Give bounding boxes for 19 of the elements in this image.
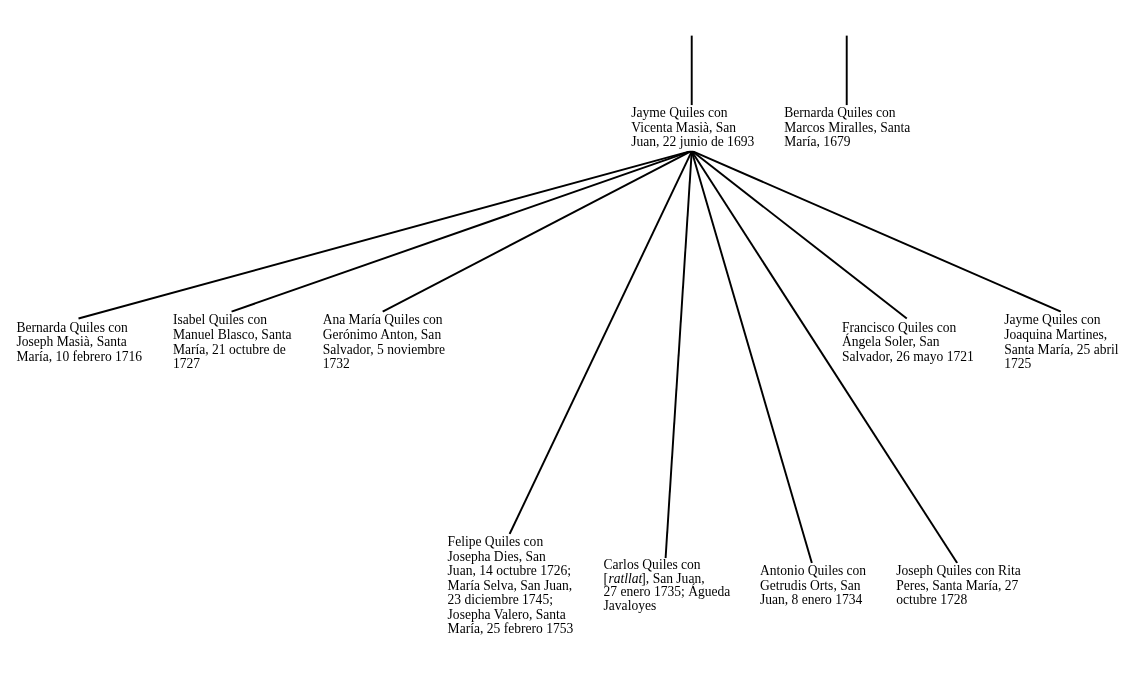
node-text: Francisco Quiles con Ángela Soler, San Salvador, 26 mayo 1721 [841, 319, 974, 364]
connector [690, 150, 813, 564]
node-text: Jayme Quiles con Vicenta Masià, San Juan, 22 junio de 1693 [631, 105, 755, 150]
connector [508, 150, 693, 535]
connector [845, 34, 848, 107]
node-text: Isabel Quiles con Manuel Blasco, Santa María, 21 octubre de 1727 [172, 312, 292, 372]
connector [381, 149, 693, 313]
node-text: Joseph Quiles con Rita Peres, Santa María, 27 octubre 1728 [896, 563, 1021, 608]
connector [690, 150, 959, 564]
node-text: Ana María Quiles con Gerónimo Anton, San Salvador, 5 noviembre 1732 [322, 312, 446, 372]
node-text: Antonio Quiles con Getrudis Orts, San Juan, 8 enero 1734 [760, 563, 867, 608]
node-text: Felipe Quiles con Josepha Dies, San Juan, 14 octubre 1726; María Selva, San Juan, 23 diciembre 1745; Josepha Valero, Santa María, 25 febrero 1753 [447, 534, 574, 637]
connector [77, 149, 693, 320]
node-text: Bernarda Quiles con Marcos Miralles, Santa María, 1679 [784, 105, 911, 150]
node-text: Carlos Quiles con [ratllat], San Juan, 27 enero 1735; Águeda Javaloyes [603, 557, 731, 613]
node-text: Bernarda Quiles con Joseph Masià, Santa María, 10 febrero 1716 [16, 319, 143, 364]
connector [230, 149, 693, 313]
node-text: Jayme Quiles con Joaquina Martines, Santa María, 25 abril 1725 [1004, 312, 1119, 372]
connector [690, 34, 693, 107]
